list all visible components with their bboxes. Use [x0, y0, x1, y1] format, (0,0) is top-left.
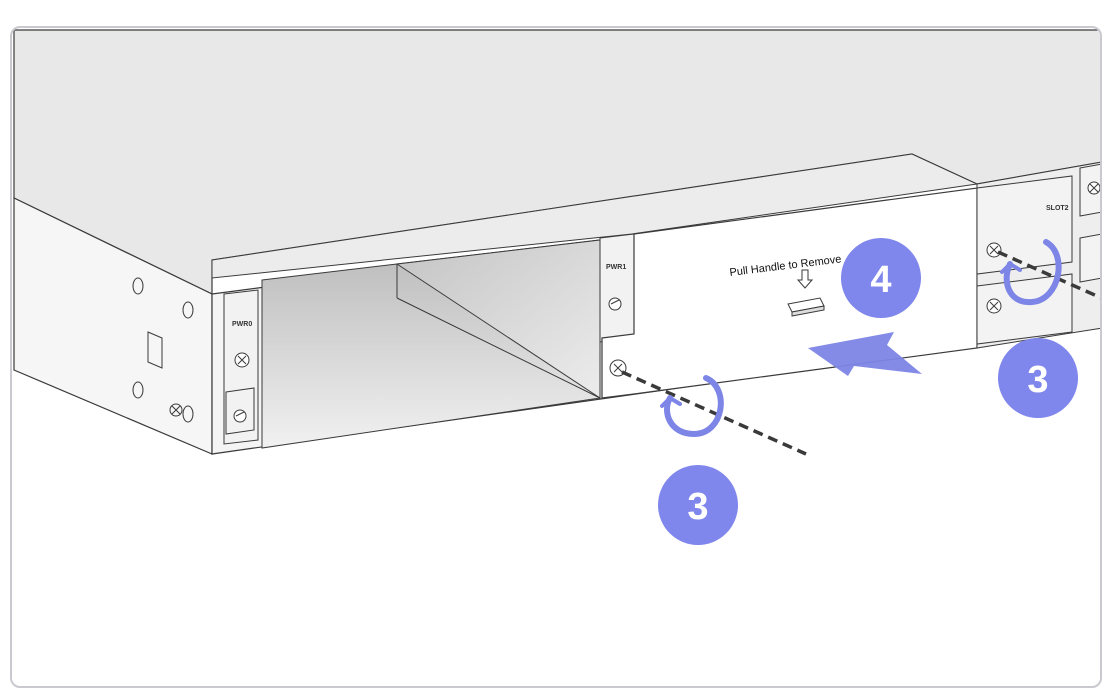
- handle: [787, 297, 825, 317]
- slot2-label: SLOT2: [1046, 205, 1069, 212]
- illustration-frame: PWR0 PWR1 Pull Handle to Remove SLOT2: [10, 26, 1102, 688]
- pwr0-label: PWR0: [232, 321, 252, 328]
- installation-diagram: PWR0 PWR1 Pull Handle to Remove SLOT2: [13, 29, 1100, 545]
- insert-arrow-icon: [808, 332, 922, 376]
- svg-text:4: 4: [870, 259, 891, 301]
- step-badge-3-bottom: 3: [658, 465, 738, 545]
- side-port: [147, 331, 163, 369]
- side-screw-icon: [169, 403, 183, 417]
- pwr1-bracket: [599, 233, 635, 343]
- screw-icon: [234, 352, 250, 368]
- svg-text:3: 3: [687, 486, 708, 528]
- step-badge-3-right: 3: [998, 338, 1078, 418]
- screw-icon: [233, 409, 247, 423]
- screw-icon: [986, 298, 1002, 314]
- step-badge-4: 4: [841, 238, 921, 318]
- svg-text:3: 3: [1027, 359, 1048, 401]
- side-hole: [182, 405, 194, 423]
- screw-icon: [1087, 181, 1100, 195]
- screw-path-right: [997, 250, 1100, 300]
- screw-path-left: [621, 370, 807, 456]
- pwr1-label: PWR1: [606, 264, 626, 271]
- screw-icon: [608, 297, 622, 311]
- side-hole: [182, 301, 194, 319]
- down-arrow-icon: [796, 269, 814, 289]
- rotate-arrow-icon: [660, 375, 724, 438]
- rotate-arrow-icon: [1000, 239, 1062, 306]
- side-hole: [132, 277, 144, 295]
- screw-icon: [986, 242, 1002, 258]
- side-hole: [132, 381, 144, 399]
